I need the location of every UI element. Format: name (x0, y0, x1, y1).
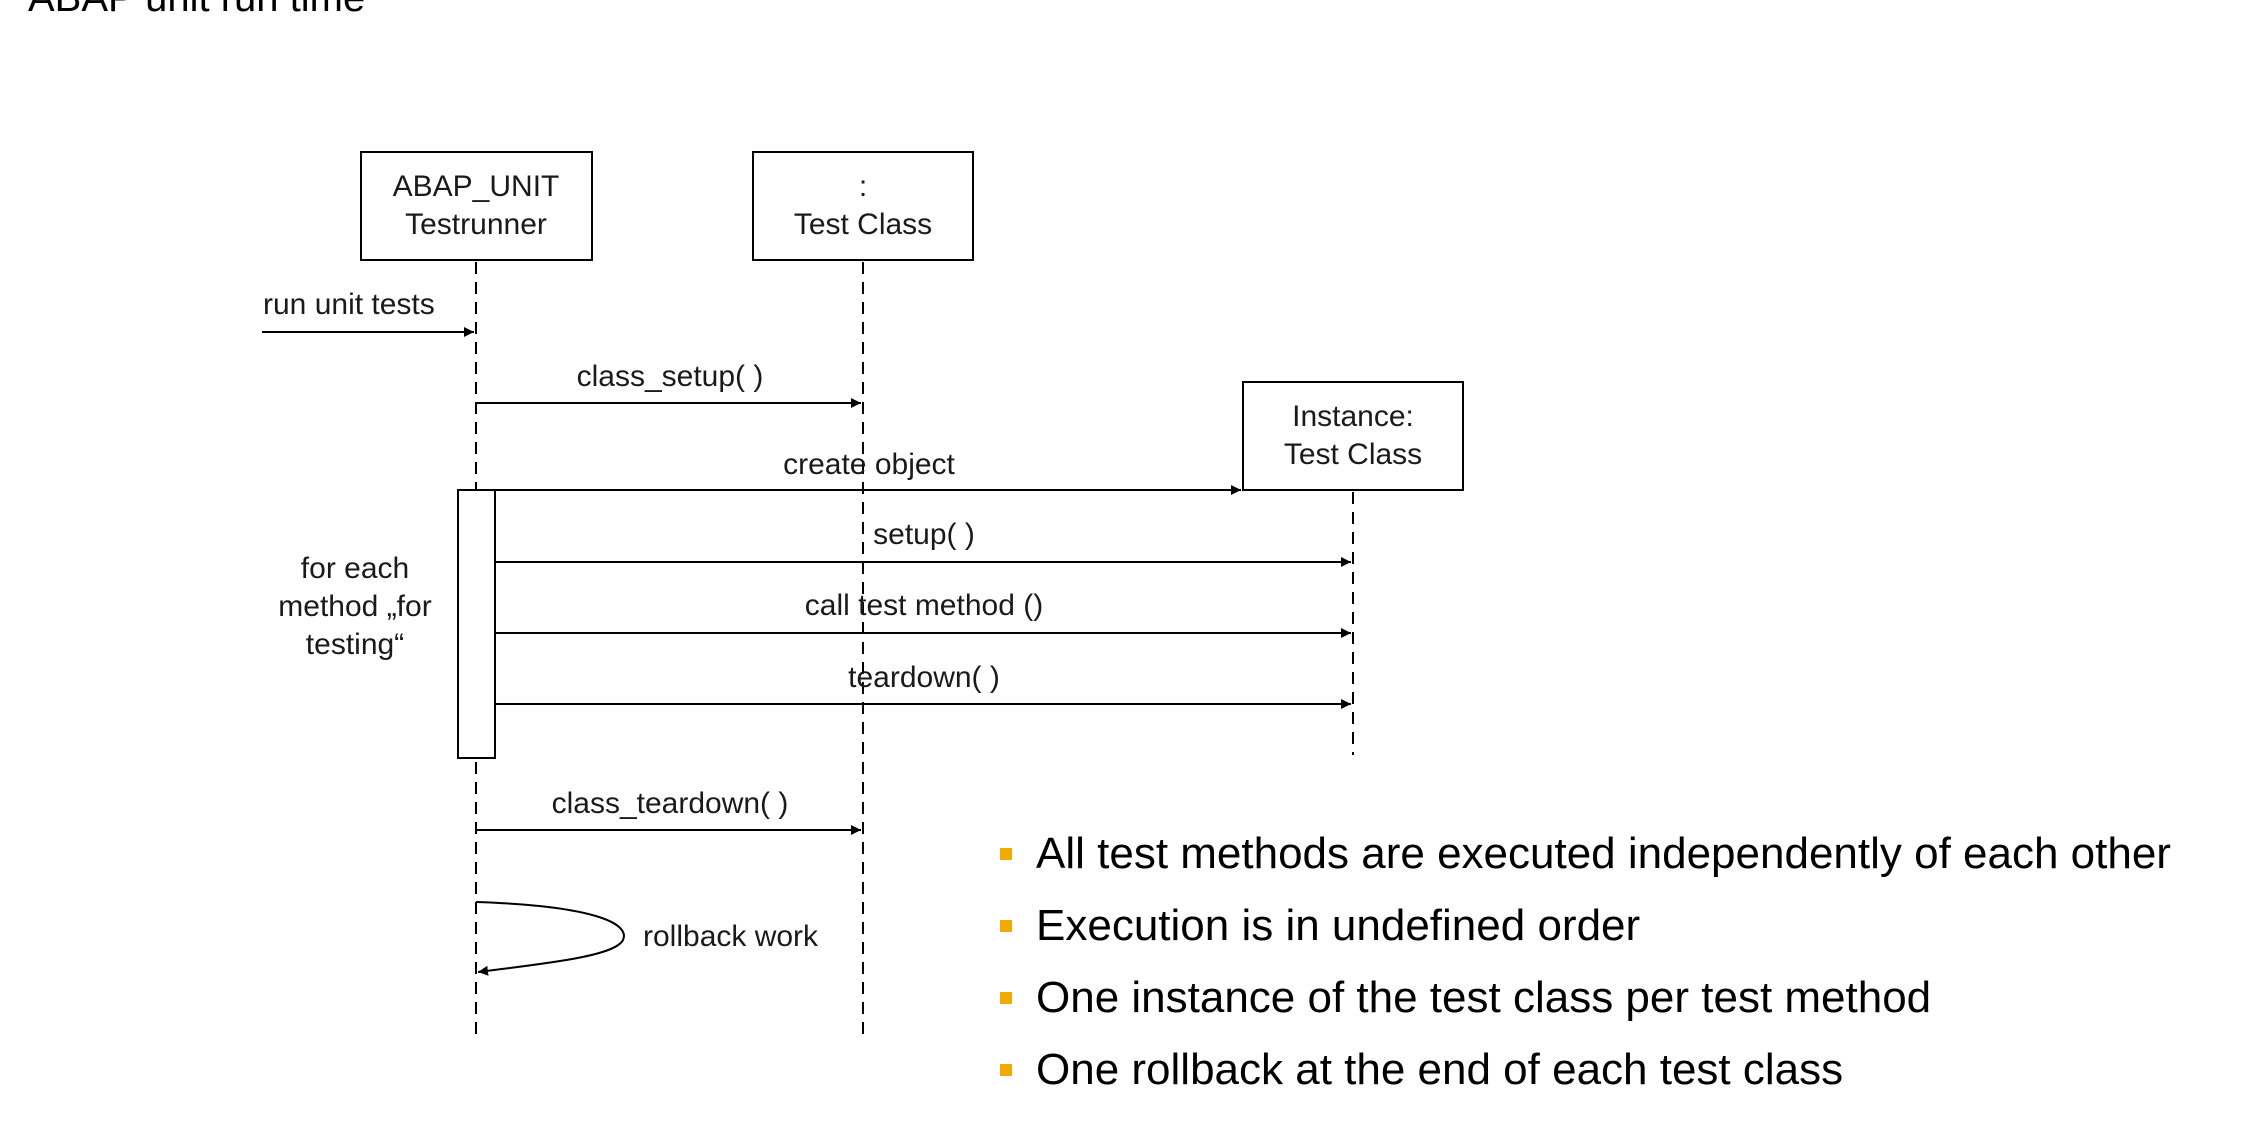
square-bullet-icon (1000, 1064, 1012, 1076)
key-point-item: One instance of the test class per test … (1000, 962, 2171, 1034)
key-point-item: One rollback at the end of each test cla… (1000, 1034, 2171, 1106)
lifeline-instance-line1: Instance: (1292, 400, 1414, 433)
lifeline-test-class: : Test Class (752, 151, 974, 261)
key-point-item: All test methods are executed independen… (1000, 818, 2171, 890)
key-point-text: One rollback at the end of each test cla… (1036, 1045, 1844, 1094)
key-point-text: Execution is in undefined order (1036, 901, 1641, 950)
create-object-label: create object (783, 448, 955, 481)
class-teardown-label: class_teardown( ) (552, 787, 789, 820)
activation-bar (457, 489, 496, 759)
rollback-work-label: rollback work (643, 920, 819, 953)
loop-note-line1: for each (301, 552, 409, 585)
run-unit-tests-label: run unit tests (263, 288, 435, 321)
teardown-label: teardown( ) (848, 661, 1000, 694)
loop-note: for each method „for testing“ (278, 552, 431, 661)
lifeline-testrunner: ABAP_UNIT Testrunner (360, 151, 593, 261)
loop-note-line3: testing“ (306, 628, 404, 661)
lifeline-instance-line2: Test Class (1284, 438, 1422, 471)
rollback-work-arrow (475, 901, 625, 976)
key-points-list: All test methods are executed independen… (1000, 818, 2171, 1106)
lifeline-test-class-line1: : (859, 170, 867, 203)
square-bullet-icon (1000, 992, 1012, 1004)
call-test-method-label: call test method () (805, 589, 1043, 622)
key-point-text: One instance of the test class per test … (1036, 973, 1932, 1022)
lifeline-instance: Instance: Test Class (1242, 381, 1464, 491)
lifeline-testrunner-line2: Testrunner (405, 208, 547, 241)
lifeline-testrunner-line1: ABAP_UNIT (393, 170, 560, 203)
loop-note-line2: method „for (278, 590, 431, 623)
class-setup-label: class_setup( ) (577, 360, 764, 393)
page-title: ABAP unit run time (28, 0, 365, 22)
lifeline-test-class-line2: Test Class (794, 208, 932, 241)
square-bullet-icon (1000, 848, 1012, 860)
key-point-item: Execution is in undefined order (1000, 890, 2171, 962)
setup-label: setup( ) (873, 518, 975, 551)
key-point-text: All test methods are executed independen… (1036, 829, 2171, 878)
square-bullet-icon (1000, 920, 1012, 932)
